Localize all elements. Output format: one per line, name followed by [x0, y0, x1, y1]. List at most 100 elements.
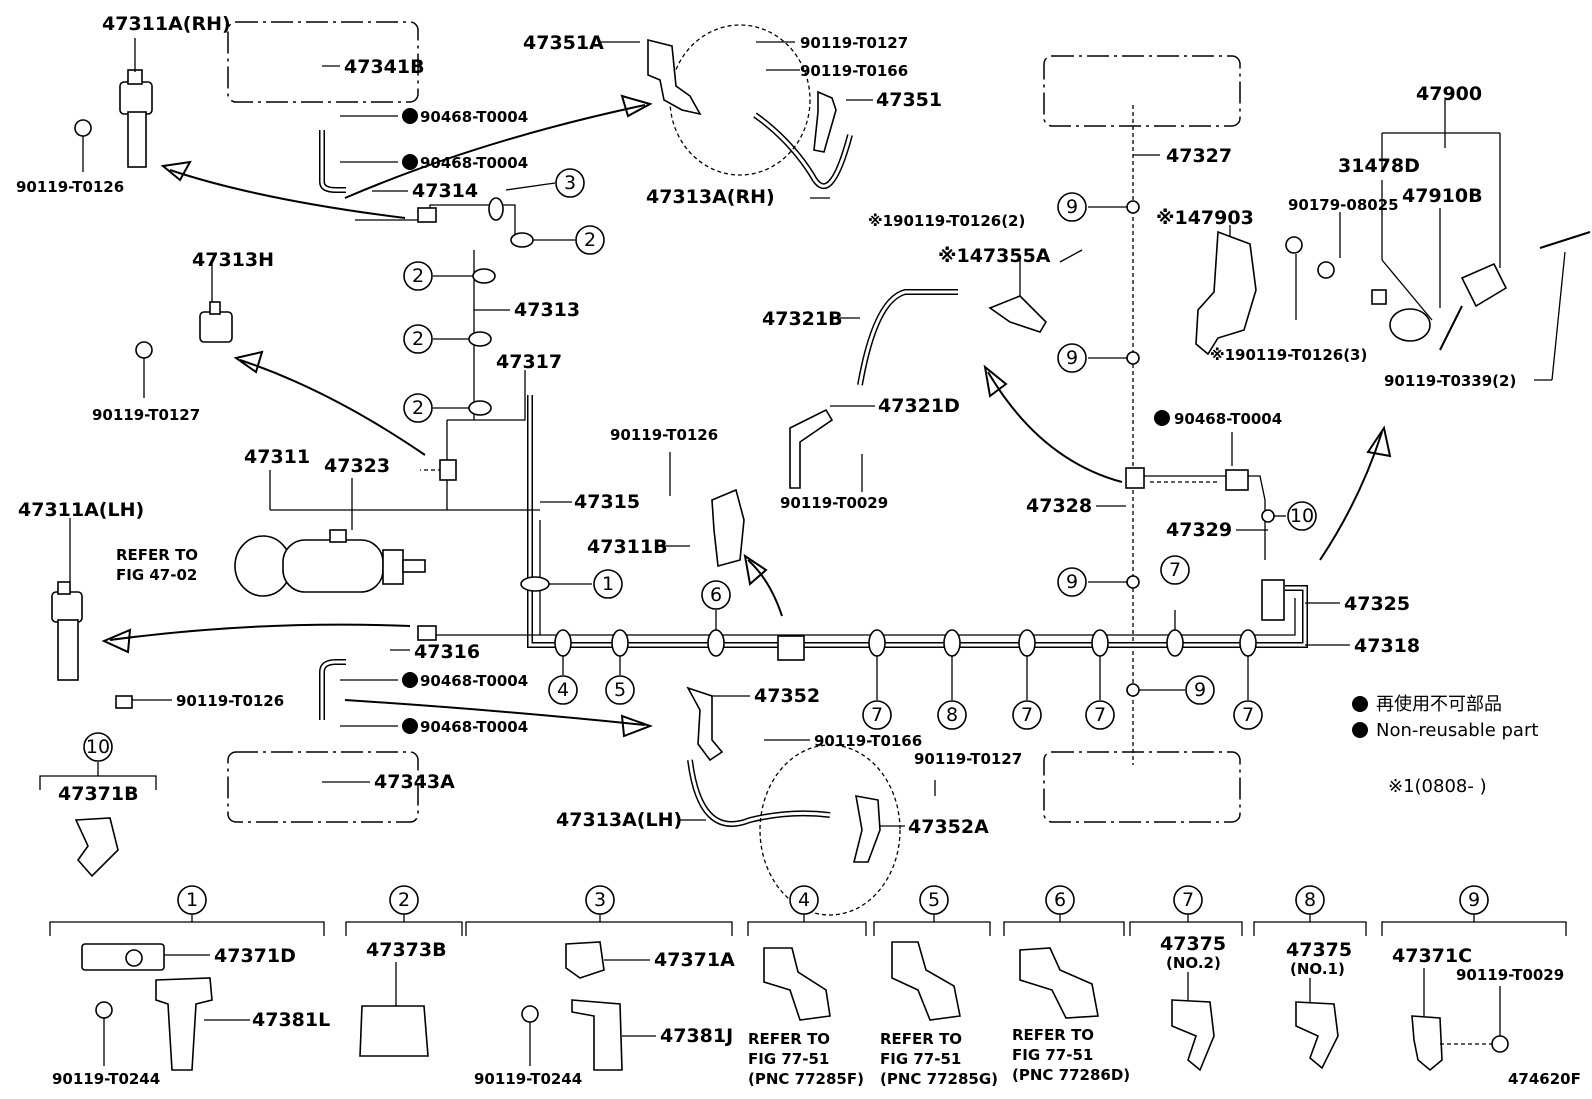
- svg-text:FIG 47-02: FIG 47-02: [116, 566, 197, 584]
- callout-7: 7: [1233, 700, 1263, 730]
- svg-text:10: 10: [86, 736, 110, 758]
- pipe-clips: [468, 197, 1275, 697]
- svg-text:FIG 77-51: FIG 77-51: [748, 1050, 829, 1068]
- svg-text:2: 2: [584, 229, 596, 251]
- area-box-top-left: [227, 21, 419, 103]
- svg-text:90119-T0029: 90119-T0029: [780, 494, 888, 512]
- svg-text:9: 9: [1468, 889, 1480, 911]
- svg-text:REFER TO: REFER TO: [1012, 1026, 1094, 1044]
- svg-text:47351A: 47351A: [523, 32, 604, 54]
- svg-text:REFER TO: REFER TO: [880, 1030, 962, 1048]
- svg-text:2: 2: [398, 889, 410, 911]
- svg-text:47900: 47900: [1416, 83, 1482, 105]
- svg-text:6: 6: [1054, 889, 1066, 911]
- callout-7: 7: [1085, 700, 1115, 730]
- non-reusable-dots: [402, 108, 1368, 738]
- svg-text:90119-T0339(2): 90119-T0339(2): [1384, 372, 1516, 390]
- svg-text:90119-T0126: 90119-T0126: [176, 692, 284, 710]
- svg-text:47315: 47315: [574, 491, 640, 513]
- svg-text:(NO.1): (NO.1): [1290, 960, 1345, 978]
- area-box-top-right: [1043, 55, 1241, 127]
- callout-7: 7: [1160, 555, 1190, 585]
- svg-text:47311A(RH): 47311A(RH): [102, 13, 231, 35]
- callout-5: 5: [605, 675, 635, 705]
- svg-text:5: 5: [928, 889, 940, 911]
- svg-text:47311: 47311: [244, 446, 310, 468]
- svg-text:(PNC 77285F): (PNC 77285F): [748, 1070, 864, 1088]
- svg-text:2: 2: [412, 265, 424, 287]
- clip-group-1: 1 47371D 47381L 90119-T0244: [49, 885, 330, 1088]
- svg-text:47318: 47318: [1354, 635, 1420, 657]
- svg-text:FIG 77-51: FIG 77-51: [1012, 1046, 1093, 1064]
- bracket-47352A: [852, 795, 881, 863]
- svg-text:47321B: 47321B: [762, 308, 843, 330]
- bracket-47352: [686, 686, 724, 762]
- svg-text:※190119-T0126(2): ※190119-T0126(2): [868, 212, 1025, 230]
- svg-text:7: 7: [1094, 704, 1106, 726]
- svg-text:47327: 47327: [1166, 145, 1232, 167]
- master-cylinder: [234, 529, 426, 597]
- svg-text:47381J: 47381J: [660, 1025, 733, 1047]
- svg-text:47373B: 47373B: [366, 939, 447, 961]
- svg-text:REFER TO: REFER TO: [748, 1030, 830, 1048]
- hose-lower-left: [319, 659, 346, 720]
- svg-text:47910B: 47910B: [1402, 185, 1483, 207]
- bracket-47321D: [789, 408, 834, 489]
- svg-text:47371A: 47371A: [654, 949, 735, 971]
- clip-group-2: 2 47373B: [345, 885, 463, 1057]
- valve-47329: [1225, 469, 1249, 491]
- connector-47314: [417, 207, 437, 223]
- callout-9: 9: [1057, 567, 1087, 597]
- svg-text:5: 5: [614, 679, 626, 701]
- clip-group-6: 6 REFER TO FIG 77-51 (PNC 77286D): [1003, 885, 1130, 1084]
- svg-text:9: 9: [1066, 347, 1078, 369]
- svg-text:47352: 47352: [754, 685, 820, 707]
- callout-2: 2: [575, 225, 605, 255]
- svg-text:9: 9: [1066, 571, 1078, 593]
- svg-text:7: 7: [1242, 704, 1254, 726]
- callout-3: 3: [555, 168, 585, 198]
- svg-text:1: 1: [186, 889, 198, 911]
- valve-47311A-LH: [51, 581, 133, 709]
- svg-text:47375: 47375: [1286, 939, 1352, 961]
- svg-text:FIG 77-51: FIG 77-51: [880, 1050, 961, 1068]
- svg-text:47375: 47375: [1160, 933, 1226, 955]
- flow-arrows: [101, 94, 1392, 738]
- svg-text:47313A(RH): 47313A(RH): [646, 186, 775, 208]
- svg-text:47313A(LH): 47313A(LH): [556, 809, 682, 831]
- svg-text:9: 9: [1194, 679, 1206, 701]
- height-sensor-47900: [1285, 231, 1591, 351]
- svg-text:47314: 47314: [412, 180, 478, 202]
- svg-text:90119-T0127: 90119-T0127: [914, 750, 1022, 768]
- svg-text:90468-T0004: 90468-T0004: [420, 718, 528, 736]
- svg-text:3: 3: [594, 889, 606, 911]
- svg-text:47313: 47313: [514, 299, 580, 321]
- svg-text:10: 10: [1290, 505, 1314, 527]
- svg-text:90119-T0244: 90119-T0244: [52, 1070, 160, 1088]
- svg-text:90179-08025: 90179-08025: [1288, 196, 1399, 214]
- svg-text:90119-T0127: 90119-T0127: [92, 406, 200, 424]
- svg-text:47323: 47323: [324, 455, 390, 477]
- svg-text:90119-T0244: 90119-T0244: [474, 1070, 582, 1088]
- svg-text:※1(0808- ): ※1(0808- ): [1388, 776, 1487, 797]
- svg-text:2: 2: [412, 397, 424, 419]
- clip-group-10: 10 47371B: [39, 732, 157, 878]
- svg-text:※190119-T0126(3): ※190119-T0126(3): [1210, 346, 1367, 364]
- svg-text:(PNC 77286D): (PNC 77286D): [1012, 1066, 1130, 1084]
- svg-text:Non-reusable part: Non-reusable part: [1376, 720, 1538, 741]
- clip-group-5: 5 REFER TO FIG 77-51 (PNC 77285G): [873, 885, 998, 1088]
- valve-47311A-RH: [74, 69, 153, 168]
- svg-text:90119-T0166: 90119-T0166: [800, 62, 908, 80]
- callout-leaders: [433, 182, 1286, 700]
- leader-lines: [69, 38, 1566, 827]
- callout-9: 9: [1185, 675, 1215, 705]
- callout-9: 9: [1057, 343, 1087, 373]
- callout-2: 2: [403, 393, 433, 423]
- svg-text:7: 7: [1182, 889, 1194, 911]
- svg-text:47371B: 47371B: [58, 783, 139, 805]
- clip-group-4: 4 REFER TO FIG 77-51 (PNC 77285F): [747, 885, 867, 1088]
- callout-10: 10: [1287, 501, 1317, 531]
- svg-text:REFER TO: REFER TO: [116, 546, 198, 564]
- svg-text:47329: 47329: [1166, 519, 1232, 541]
